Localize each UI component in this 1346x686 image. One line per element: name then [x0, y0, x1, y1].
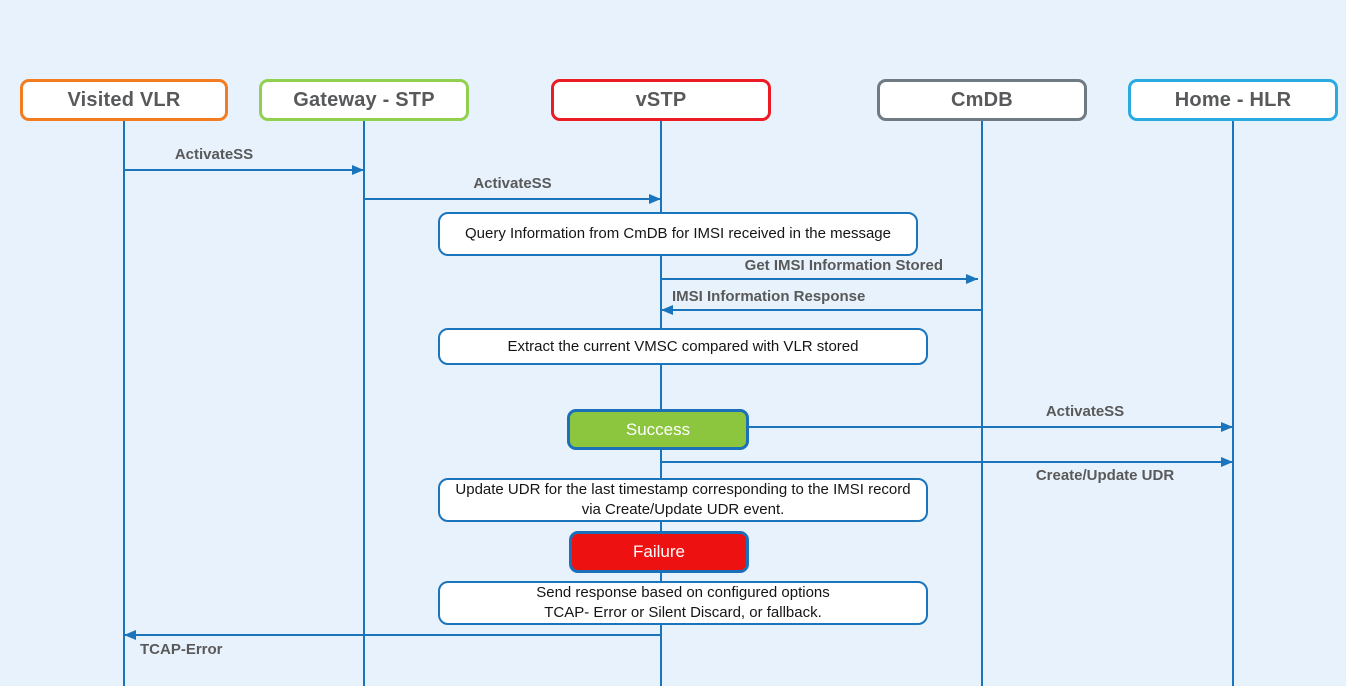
actor-gateway-stp: Gateway - STP [259, 79, 469, 121]
status-badge-label: Failure [633, 542, 685, 561]
actor-cmdb: CmDB [877, 79, 1087, 121]
message-label-tcap-error: TCAP-Error [140, 641, 223, 658]
arrowhead-icon [649, 194, 661, 204]
status-badge-failure: Failure [569, 531, 749, 573]
actor-home-hlr: Home - HLR [1128, 79, 1338, 121]
message-arrow-tcap-error [124, 634, 661, 636]
note-query-cmdb: Query Information from CmDB for IMSI rec… [438, 212, 918, 256]
message-arrow-get-imsi [661, 278, 978, 280]
message-label-activatess-2: ActivateSS [473, 175, 552, 192]
message-arrow-create-update-udr [661, 461, 1233, 463]
message-arrow-activatess-2 [364, 198, 661, 200]
lifeline-cmdb [981, 120, 983, 686]
arrowhead-icon [1221, 422, 1233, 432]
arrowhead-icon [124, 630, 136, 640]
status-badge-label: Success [625, 419, 691, 439]
actor-visited-vlr: Visited VLR [20, 79, 228, 121]
message-arrow-activatess-3 [749, 426, 1233, 428]
lifeline-vstp [660, 120, 662, 686]
note-update-udr: Update UDR for the last timestamp corres… [438, 478, 928, 522]
actor-vstp: vSTP [551, 79, 771, 121]
note-text: Update UDR for the last timestamp corres… [455, 481, 911, 518]
actor-label: Gateway - STP [293, 88, 435, 111]
message-label-activatess-1: ActivateSS [174, 146, 254, 163]
message-arrow-activatess-1 [124, 169, 364, 171]
arrowhead-icon [661, 305, 673, 315]
lifeline-gateway-stp [363, 120, 365, 686]
message-arrow-imsi-response [661, 309, 981, 311]
note-text-line2: TCAP- Error or Silent Discard, or fallba… [544, 604, 822, 621]
actor-label: vSTP [635, 88, 687, 111]
note-send-response: Send response based on configured option… [438, 581, 928, 625]
note-text: Extract the current VMSC compared with V… [507, 337, 859, 355]
lifeline-visited-vlr [123, 120, 125, 686]
arrowhead-icon [352, 165, 364, 175]
message-label-get-imsi: Get IMSI Information Stored [744, 257, 943, 274]
actor-label: CmDB [951, 88, 1013, 111]
actor-label: Visited VLR [67, 88, 181, 111]
note-text: Query Information from CmDB for IMSI rec… [465, 225, 891, 242]
actor-label: Home - HLR [1174, 88, 1292, 111]
arrowhead-icon [966, 274, 978, 284]
message-label-imsi-response: IMSI Information Response [672, 288, 866, 305]
status-badge-success: Success [567, 409, 749, 450]
lifeline-home-hlr [1232, 120, 1234, 686]
arrowhead-icon [1221, 457, 1233, 467]
message-label-create-update-udr: Create/Update UDR [1035, 467, 1175, 484]
note-extract-vmsc: Extract the current VMSC compared with V… [438, 328, 928, 365]
message-label-activatess-3: ActivateSS [1045, 403, 1125, 420]
note-text-line1: Send response based on configured option… [536, 584, 830, 601]
